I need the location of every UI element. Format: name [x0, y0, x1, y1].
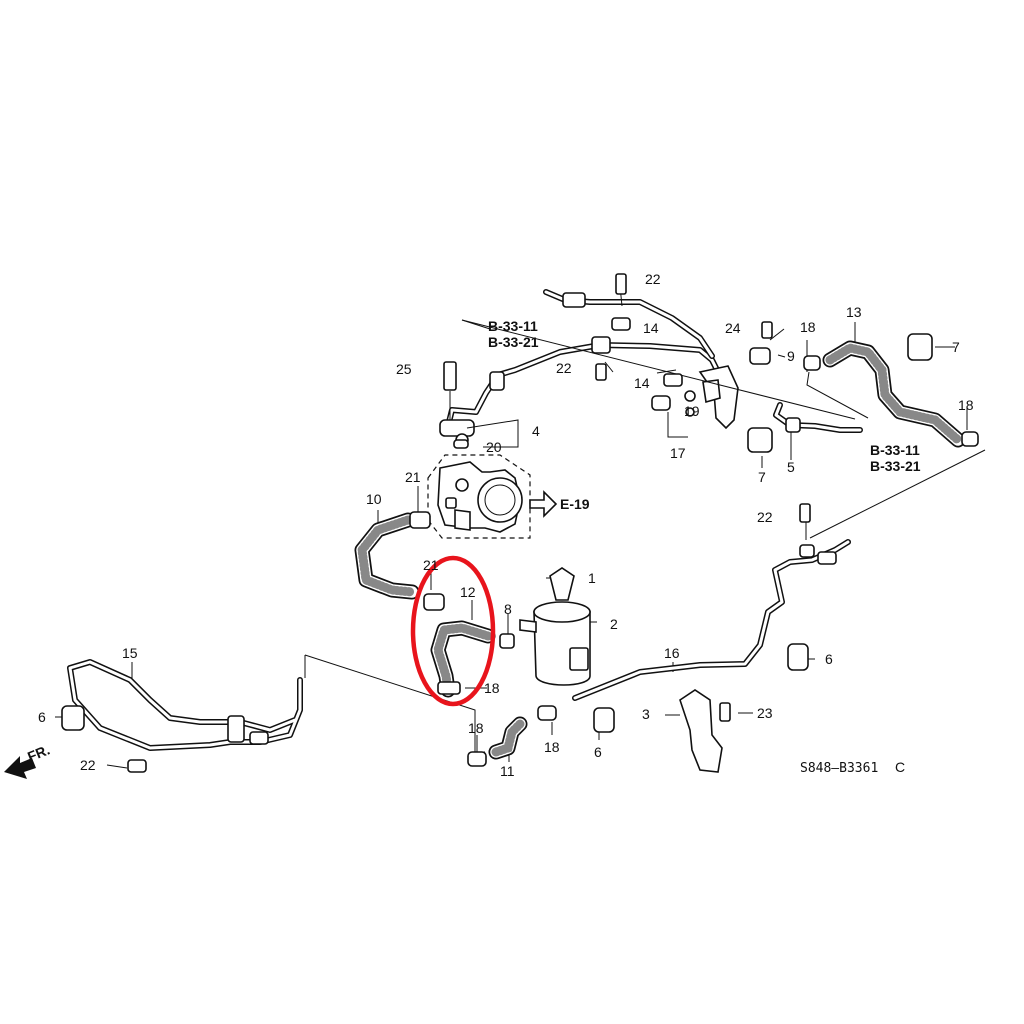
callout-16: 16 — [664, 645, 680, 661]
callout-18-top: 18 — [800, 319, 816, 335]
callout-19: 19 — [684, 403, 700, 419]
callout-22-right: 22 — [757, 509, 773, 525]
bracket-3 — [679, 689, 723, 773]
pressure-hose-4 — [439, 289, 739, 447]
callout-21-lower: 21 — [423, 557, 439, 573]
pipe-16 — [572, 539, 851, 701]
callout-11: 11 — [500, 763, 515, 779]
hose-11 — [488, 716, 528, 760]
callout-22-left: 22 — [80, 757, 96, 773]
callout-12: 12 — [460, 584, 476, 600]
ref-b-33-11-right: B-33-11 — [870, 442, 920, 458]
callout-17: 17 — [670, 445, 686, 461]
ref-b-33-11-top: B-33-11 — [488, 318, 538, 334]
callout-25: 25 — [396, 361, 412, 377]
callout-15: 15 — [122, 645, 138, 661]
callout-7-right: 7 — [952, 339, 960, 355]
callout-20: 20 — [486, 439, 502, 455]
front-direction-arrow: FR. — [4, 741, 52, 779]
callout-18-lower-left: 18 — [468, 720, 484, 736]
ref-b-33-21-right: B-33-21 — [870, 458, 921, 474]
callout-14-top: 14 — [643, 320, 659, 336]
ref-b-33-21-top: B-33-21 — [488, 334, 539, 350]
callout-6-middle: 6 — [594, 744, 602, 760]
reservoir — [519, 567, 591, 686]
pipe-5 — [773, 402, 863, 433]
callout-14-lower: 14 — [634, 375, 650, 391]
callout-18-lower-right: 18 — [544, 739, 560, 755]
highlight-circle — [410, 555, 496, 707]
callout-6-right: 6 — [825, 651, 833, 667]
callout-9: 9 — [787, 348, 795, 364]
diagram-code-suffix: C — [895, 759, 905, 775]
callout-6-left: 6 — [38, 709, 46, 725]
clamps-and-fittings — [61, 273, 979, 773]
hose-13 — [822, 340, 966, 448]
hose-12 — [423, 593, 515, 698]
callout-8: 8 — [504, 601, 512, 617]
callout-13: 13 — [846, 304, 862, 320]
callout-2: 2 — [610, 616, 618, 632]
callout-18-hose: 18 — [484, 680, 500, 696]
callout-10: 10 — [366, 491, 382, 507]
diagram-code: S848—B3361 — [800, 761, 878, 776]
callout-18-right: 18 — [958, 397, 974, 413]
callout-23: 23 — [757, 705, 773, 721]
callout-1: 1 — [588, 570, 596, 586]
front-direction-label: FR. — [25, 741, 52, 764]
callout-21-top: 21 — [405, 469, 421, 485]
callout-24: 24 — [725, 320, 741, 336]
callout-7-middle: 7 — [758, 469, 766, 485]
hose-10 — [354, 511, 431, 600]
callout-4: 4 — [532, 423, 540, 439]
power-steering-pump — [427, 454, 558, 539]
callout-22-middle: 22 — [556, 360, 572, 376]
callout-5: 5 — [787, 459, 795, 475]
callout-3: 3 — [642, 706, 650, 722]
pipe-15 — [67, 659, 303, 751]
callout-22-top: 22 — [645, 271, 661, 287]
ref-e-19: E-19 — [560, 496, 590, 512]
